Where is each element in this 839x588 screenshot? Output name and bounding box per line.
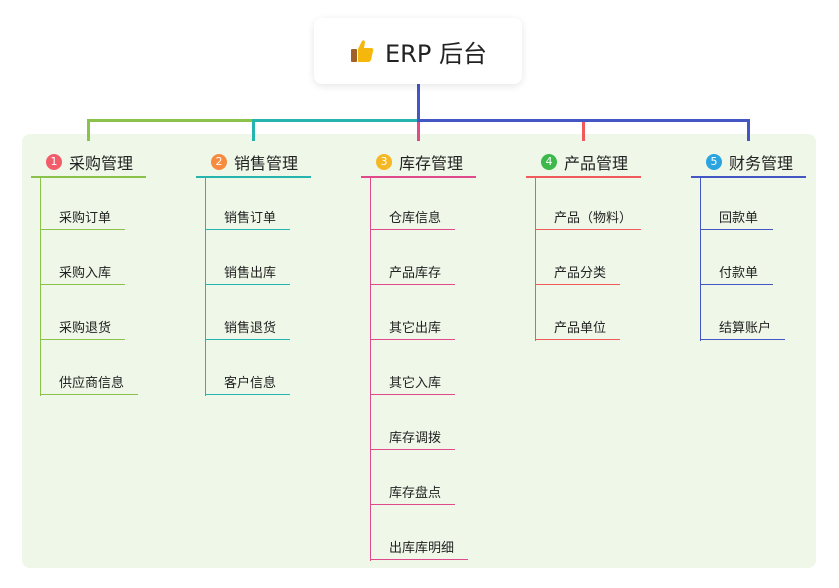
branch-label: 产品管理	[564, 154, 629, 173]
leaf-item[interactable]: 回款单	[719, 211, 759, 226]
branch-label: 销售管理	[234, 154, 299, 173]
connector-horizontal	[253, 119, 420, 122]
branch-number-badge: 4	[541, 154, 557, 170]
leaf-item[interactable]: 销售订单	[224, 211, 277, 226]
leaf-underline	[370, 339, 455, 340]
leaf-item[interactable]: 仓库信息	[389, 211, 442, 226]
branch-underline	[361, 176, 476, 178]
branch-number-badge: 3	[376, 154, 392, 170]
leaf-item[interactable]: 结算账户	[719, 321, 772, 336]
branch-label: 采购管理	[69, 154, 134, 173]
leaf-item[interactable]: 产品（物料）	[554, 211, 633, 226]
branch-label: 库存管理	[399, 154, 464, 173]
branch-vertical-line	[370, 178, 371, 561]
branch-number-badge: 2	[211, 154, 227, 170]
root-title: ERP 后台	[385, 39, 487, 68]
leaf-item[interactable]: 产品库存	[389, 266, 442, 281]
leaf-item[interactable]: 客户信息	[224, 376, 277, 391]
branch-vertical-line	[205, 178, 206, 396]
branch-title[interactable]: 1 采购管理	[46, 150, 133, 174]
leaf-item[interactable]: 产品分类	[554, 266, 607, 281]
leaf-underline	[535, 229, 641, 230]
leaf-item[interactable]: 产品单位	[554, 321, 607, 336]
connector-drop	[252, 119, 255, 141]
branch-underline	[31, 176, 146, 178]
branch-underline	[526, 176, 641, 178]
connector-drop	[747, 119, 750, 141]
connector-drop	[417, 119, 420, 141]
leaf-item[interactable]: 供应商信息	[59, 376, 125, 391]
thumbs-up-icon	[351, 40, 374, 62]
branch-underline	[196, 176, 311, 178]
branch-label: 财务管理	[729, 154, 794, 173]
leaf-underline	[40, 229, 125, 230]
leaf-underline	[370, 229, 455, 230]
branch-title[interactable]: 2 销售管理	[211, 150, 298, 174]
leaf-underline	[370, 394, 455, 395]
branch-vertical-line	[700, 178, 701, 341]
root-node[interactable]: ERP 后台	[314, 18, 522, 84]
leaf-item[interactable]: 采购订单	[59, 211, 112, 226]
leaf-underline	[370, 504, 455, 505]
leaf-underline	[370, 284, 455, 285]
leaf-item[interactable]: 库存调拨	[389, 431, 442, 446]
leaf-underline	[370, 449, 455, 450]
branch-title[interactable]: 4 产品管理	[541, 150, 628, 174]
connector-horizontal	[418, 119, 750, 122]
leaf-item[interactable]: 出库库明细	[389, 541, 455, 556]
leaf-item[interactable]: 销售退货	[224, 321, 277, 336]
branches-background	[22, 134, 816, 568]
leaf-underline	[205, 229, 290, 230]
root-stem	[417, 84, 420, 122]
branch-vertical-line	[535, 178, 536, 341]
leaf-underline	[700, 229, 773, 230]
leaf-underline	[205, 339, 290, 340]
leaf-underline	[40, 284, 125, 285]
connector-drop	[582, 119, 585, 141]
branch-underline	[691, 176, 806, 178]
leaf-item[interactable]: 销售出库	[224, 266, 277, 281]
leaf-item[interactable]: 其它出库	[389, 321, 442, 336]
leaf-underline	[700, 339, 785, 340]
leaf-underline	[535, 284, 620, 285]
leaf-underline	[700, 284, 773, 285]
leaf-underline	[205, 284, 290, 285]
connector-drop	[87, 119, 90, 141]
branch-number-badge: 1	[46, 154, 62, 170]
leaf-item[interactable]: 库存盘点	[389, 486, 442, 501]
branch-title[interactable]: 5 财务管理	[706, 150, 793, 174]
leaf-item[interactable]: 采购退货	[59, 321, 112, 336]
leaf-underline	[370, 559, 468, 560]
leaf-underline	[40, 394, 138, 395]
leaf-underline	[40, 339, 125, 340]
leaf-item[interactable]: 其它入库	[389, 376, 442, 391]
leaf-item[interactable]: 采购入库	[59, 266, 112, 281]
branch-vertical-line	[40, 178, 41, 396]
leaf-underline	[535, 339, 620, 340]
leaf-underline	[205, 394, 290, 395]
leaf-item[interactable]: 付款单	[719, 266, 759, 281]
branch-title[interactable]: 3 库存管理	[376, 150, 463, 174]
branch-number-badge: 5	[706, 154, 722, 170]
